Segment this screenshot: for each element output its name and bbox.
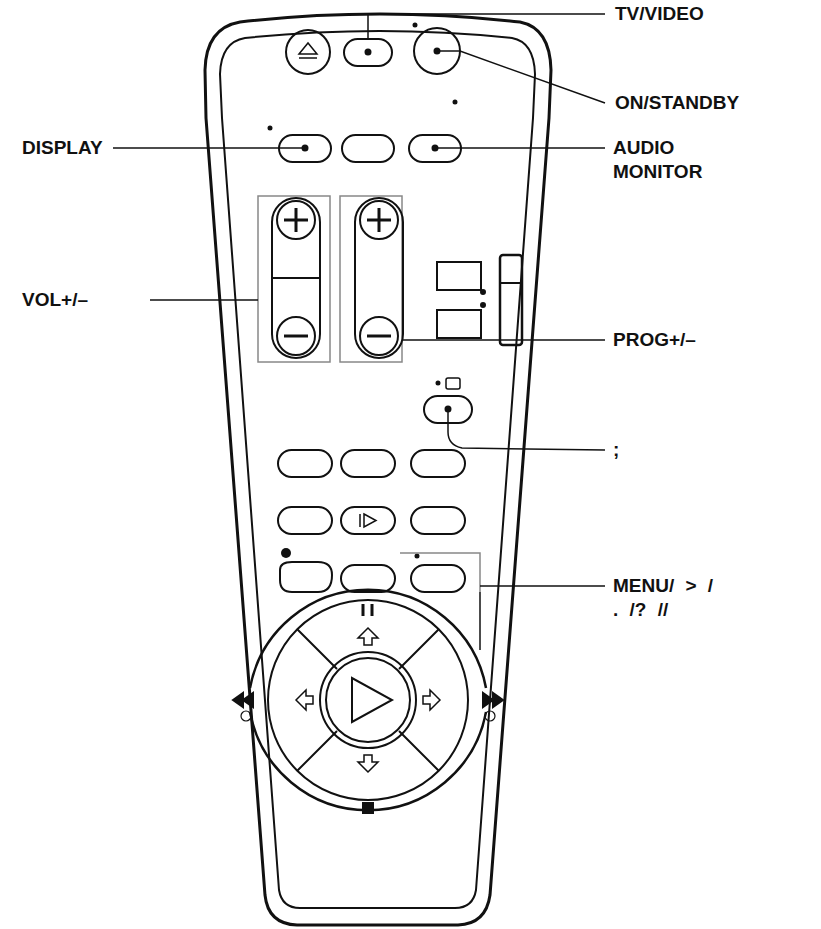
remote-body [205,14,551,925]
callout-label: VOL+/– [22,288,147,312]
callout-label: ON/STANDBY [615,91,805,115]
callout-label: TV/VIDEO [615,2,805,26]
callout-label: DISPLAY [22,136,112,160]
callout-label: PROG+/– [613,328,803,352]
leader-lines [113,14,605,650]
callout-label: AUDIO MONITOR [613,136,743,184]
callout-label: MENU/ > / . /? // [613,574,728,622]
callout-label: ; [613,438,653,462]
remote-panel [220,31,535,908]
